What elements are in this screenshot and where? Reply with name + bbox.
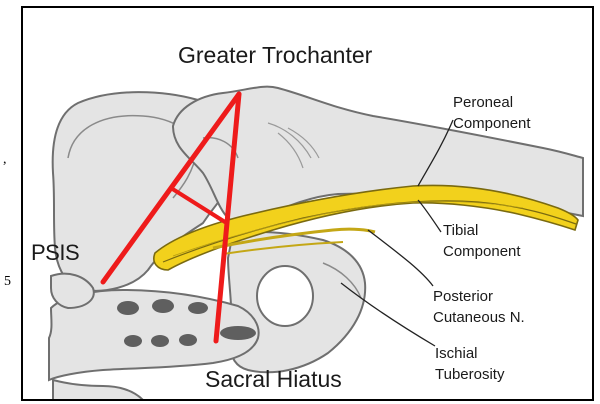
- label-posterior-cutaneous-n: Posterior Cutaneous N.: [433, 286, 525, 328]
- sacral-foramen-3: [188, 302, 208, 314]
- sacral-foramen-5: [151, 335, 169, 347]
- label-ischial-line-1: Ischial: [435, 343, 504, 364]
- sacral-foramen-4: [124, 335, 142, 347]
- leader-posterior-cutaneous: [368, 230, 433, 286]
- coccyx-bone: [53, 380, 143, 400]
- sacral-foramen-2: [152, 299, 174, 313]
- label-greater-trochanter: Greater Trochanter: [178, 42, 372, 69]
- margin-fragment-bottom: 5: [4, 274, 11, 290]
- label-peroneal-line-2: Component: [453, 113, 531, 134]
- label-ischial-line-2: Tuberosity: [435, 364, 504, 385]
- label-peroneal-component: Peroneal Component: [453, 92, 531, 134]
- label-tibial-component: Tibial Component: [443, 220, 521, 262]
- label-sacral-hiatus: Sacral Hiatus: [205, 366, 342, 393]
- label-tibial-line-1: Tibial: [443, 220, 521, 241]
- label-posterior-line-2: Cutaneous N.: [433, 307, 525, 328]
- margin-fragment-top: ,: [3, 152, 7, 168]
- label-psis: PSIS: [31, 240, 79, 266]
- label-ischial-tuberosity: Ischial Tuberosity: [435, 343, 504, 385]
- label-posterior-line-1: Posterior: [433, 286, 525, 307]
- figure-frame: Greater Trochanter Peroneal Component Ti…: [21, 6, 594, 401]
- label-tibial-line-2: Component: [443, 241, 521, 262]
- sacral-foramen-7: [220, 326, 256, 340]
- sacral-foramen-6: [179, 334, 197, 346]
- sacral-foramen-1: [117, 301, 139, 315]
- label-peroneal-line-1: Peroneal: [453, 92, 531, 113]
- leader-tibial: [418, 200, 441, 232]
- obturator-foramen: [257, 266, 313, 326]
